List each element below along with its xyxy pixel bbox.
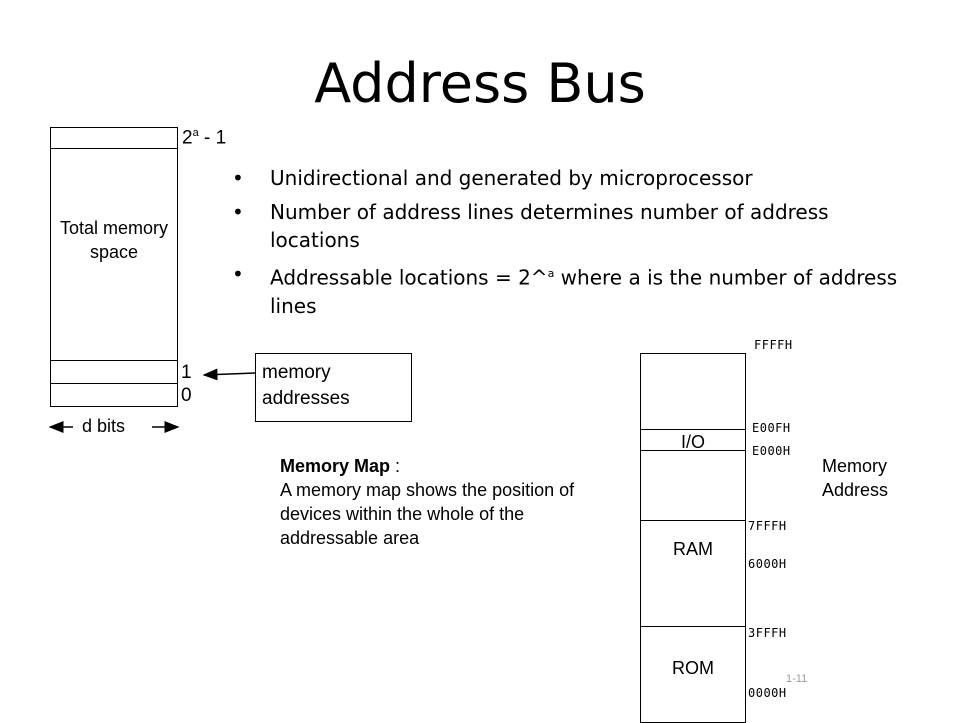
memory-map-heading: Memory Map	[280, 456, 391, 476]
memory-space-label: Total memory space	[59, 218, 169, 262]
address-label: 3FFFH	[748, 626, 787, 640]
callout-arrow	[202, 368, 257, 381]
slide-title: Address Bus	[314, 52, 646, 115]
address-label: FFFFH	[754, 338, 793, 352]
slide-number: 1-11	[786, 673, 808, 685]
memory-row-0	[50, 383, 178, 407]
ram-region-label: RAM	[673, 539, 713, 559]
bullet-item: •Number of address lines determines numb…	[232, 200, 829, 252]
row-1-label: 1	[181, 362, 192, 383]
memory-addresses-callout	[255, 353, 412, 422]
bullet-dot-icon: •	[232, 166, 244, 190]
top-address-label: 2a - 1	[182, 127, 227, 149]
address-label: 0000H	[748, 686, 787, 700]
callout-text: memory addresses	[262, 360, 350, 412]
address-label: E000H	[752, 444, 791, 458]
io-region-label: I/O	[680, 432, 705, 452]
address-label: 7FFFH	[748, 519, 787, 533]
address-label: E00FH	[752, 421, 791, 435]
rom-region-label: ROM	[672, 658, 714, 678]
callout-line-2: addresses	[262, 388, 350, 409]
bullet-dot-icon: •	[232, 262, 244, 286]
memory-space-body	[50, 148, 178, 361]
bullet-list: •Unidirectional and generated by micropr…	[230, 164, 910, 326]
bullet-item: •Addressable locations = 2^a where a is …	[232, 262, 898, 318]
io-region	[640, 429, 746, 451]
memory-map-note: Memory Map : A memory map shows the posi…	[280, 454, 610, 550]
ram-region	[640, 520, 746, 627]
bullet-item: •Unidirectional and generated by micropr…	[232, 166, 753, 190]
data-width-label: d bits	[82, 416, 126, 436]
row-0-label: 0	[181, 385, 192, 406]
memory-address-axis-label: Memory Address	[822, 456, 889, 500]
memory-map-description: A memory map shows the position of devic…	[280, 480, 575, 548]
callout-line-1: memory	[262, 362, 331, 383]
address-label: 6000H	[748, 557, 787, 571]
bullet-dot-icon: •	[232, 200, 244, 224]
